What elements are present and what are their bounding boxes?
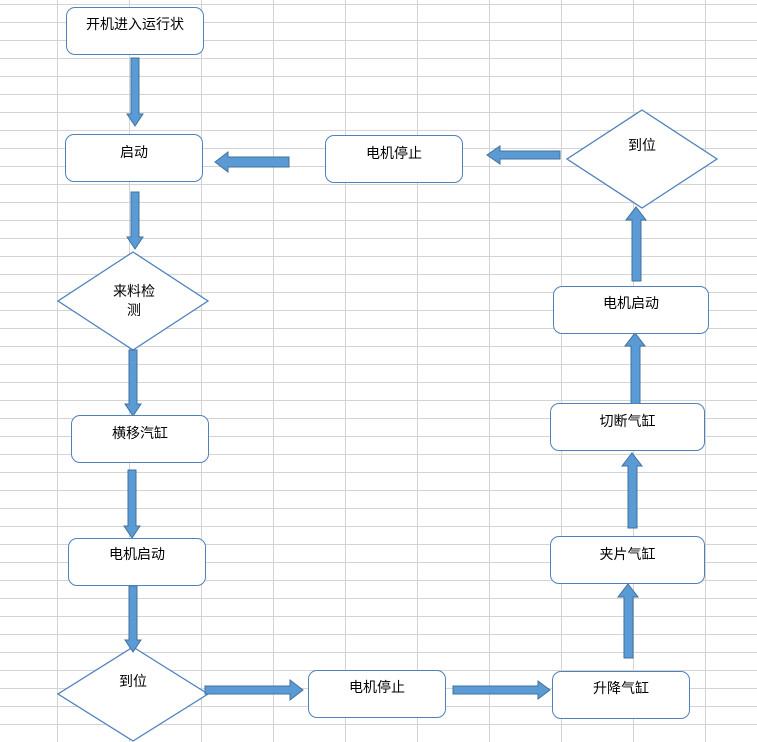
arrow-up-motor-to-position <box>624 206 648 282</box>
arrow-down-motor-to-position <box>124 585 142 653</box>
material-check-label-line2: 测 <box>127 303 141 319</box>
motor-stop-box-bottom: 电机停止 <box>308 670 446 718</box>
arrow-right-stop-to-lift <box>452 680 551 700</box>
motor-stop-label-top: 电机停止 <box>366 146 422 162</box>
in-position-diamond-top <box>565 109 719 209</box>
lift-cylinder-label: 升降气缸 <box>593 681 649 697</box>
arrow-down-launch-to-check <box>126 191 144 250</box>
arrow-up-clamp-to-cut <box>620 452 644 529</box>
motor-start-label-left: 电机启动 <box>109 547 165 563</box>
in-position-label-top: 到位 <box>628 138 656 154</box>
cut-cylinder-label: 切断气缸 <box>599 414 656 430</box>
arrow-down-traverse-to-motor <box>123 469 141 539</box>
cut-cylinder-box: 切断气缸 <box>550 403 705 451</box>
arrow-down-start-to-launch <box>126 57 144 127</box>
motor-stop-box-top: 电机停止 <box>325 135 463 183</box>
motor-start-box-left: 电机启动 <box>68 538 206 586</box>
traverse-cylinder-box: 横移汽缸 <box>71 415 209 463</box>
in-position-diamond-bottom <box>56 646 210 742</box>
arrow-up-cut-to-motor <box>623 332 647 407</box>
arrow-down-check-to-traverse <box>124 349 142 417</box>
motor-start-label-right: 电机启动 <box>603 296 659 312</box>
motor-stop-label-bottom: 电机停止 <box>349 680 405 696</box>
clamp-cylinder-box: 夹片气缸 <box>550 536 705 584</box>
material-check-label: 来料检 测 <box>104 283 164 321</box>
arrow-left-stop-to-launch <box>214 150 290 174</box>
motor-start-box-right: 电机启动 <box>553 286 709 334</box>
lift-cylinder-box: 升降气缸 <box>552 671 690 719</box>
start-run-state-label: 开机进入运行状 <box>86 17 184 33</box>
start-run-state-box: 开机进入运行状 <box>66 7 204 55</box>
arrow-up-lift-to-clamp <box>616 583 640 659</box>
arrow-right-position-to-stop <box>204 678 304 702</box>
arrow-left-position-to-stop <box>486 145 561 165</box>
material-check-label-line1: 来料检 <box>113 284 155 300</box>
in-position-label-bottom: 到位 <box>119 674 147 690</box>
traverse-cylinder-label: 横移汽缸 <box>112 426 168 442</box>
clamp-cylinder-label: 夹片气缸 <box>599 547 656 563</box>
launch-label: 启动 <box>120 145 148 161</box>
launch-box: 启动 <box>65 134 203 182</box>
